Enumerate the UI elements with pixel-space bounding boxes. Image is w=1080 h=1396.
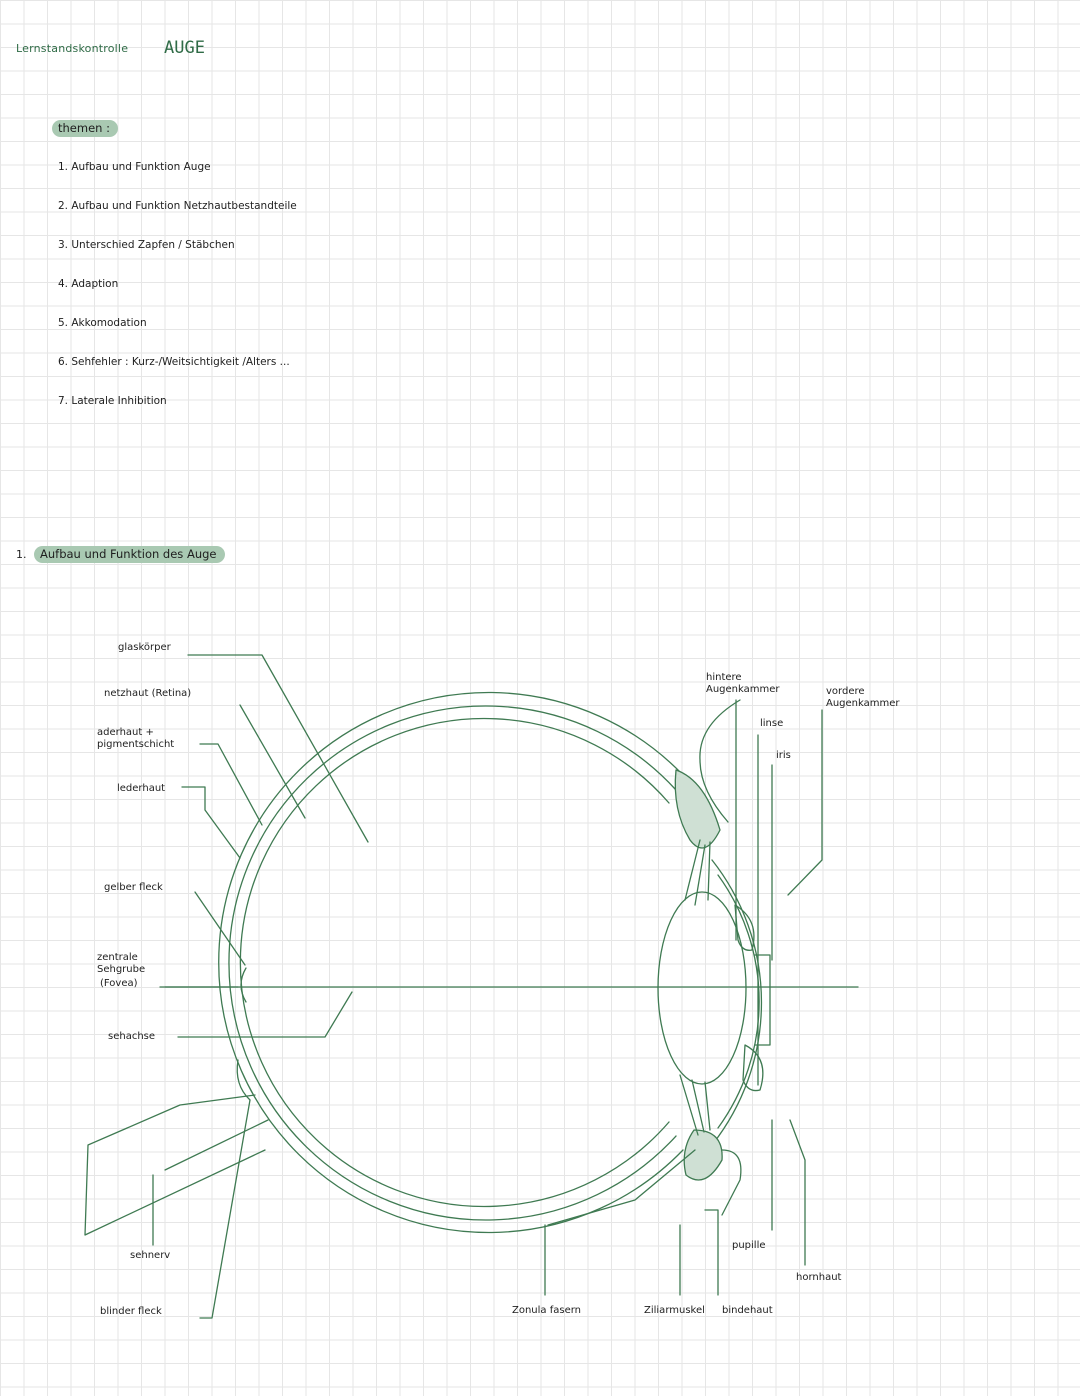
label-blinder-fleck: blinder fleck bbox=[100, 1306, 162, 1317]
section-title: Aufbau und Funktion des Auge bbox=[34, 546, 225, 563]
lens bbox=[657, 891, 747, 1085]
label-ziliarmuskel: Ziliarmuskel bbox=[644, 1305, 705, 1316]
topic-item-7: 7. Laterale Inhibition bbox=[58, 395, 167, 407]
leader-lines-left bbox=[152, 654, 369, 1319]
ciliary-body-upper bbox=[674, 769, 721, 849]
label-sehgrube-2: Sehgrube bbox=[97, 964, 146, 975]
label-netzhaut: netzhaut (Retina) bbox=[104, 688, 192, 699]
label-pupille: pupille bbox=[732, 1240, 766, 1251]
topic-item-1: 1. Aufbau und Funktion Auge bbox=[58, 161, 211, 173]
label-iris: iris bbox=[776, 750, 791, 761]
label-glaskoerper: glaskörper bbox=[118, 642, 171, 653]
label-hornhaut: hornhaut bbox=[796, 1272, 842, 1283]
cornea bbox=[711, 859, 763, 1146]
sclera-layer bbox=[218, 691, 684, 1234]
label-vordere-2: Augenkammer bbox=[826, 698, 900, 709]
topic-item-2: 2. Aufbau und Funktion Netzhautbestandte… bbox=[58, 200, 297, 212]
zonula-fibers bbox=[679, 839, 711, 1136]
label-sehgrube-3: (Fovea) bbox=[100, 978, 138, 989]
label-zonula: Zonula fasern bbox=[512, 1305, 582, 1316]
section-number: 1. bbox=[16, 548, 27, 561]
topic-item-3: 3. Unterschied Zapfen / Stäbchen bbox=[58, 239, 235, 251]
header-title: AUGE bbox=[164, 38, 205, 58]
topics-heading: themen : bbox=[52, 120, 118, 137]
label-sehnerv: sehnerv bbox=[130, 1250, 171, 1261]
label-bindehaut: bindehaut bbox=[722, 1305, 773, 1316]
label-gelber-fleck: gelber fleck bbox=[104, 882, 163, 893]
label-sehgrube-1: zentrale bbox=[97, 952, 138, 963]
label-aderhaut-1: aderhaut + bbox=[97, 727, 154, 738]
label-hintere-1: hintere bbox=[706, 672, 742, 683]
topic-item-5: 5. Akkomodation bbox=[58, 317, 147, 329]
optic-nerve bbox=[84, 1059, 269, 1236]
topic-item-6: 6. Sehfehler : Kurz-/Weitsichtigkeit /Al… bbox=[58, 356, 290, 368]
iris-lower bbox=[742, 1044, 764, 1092]
label-sehachse: sehachse bbox=[108, 1031, 156, 1042]
eyeball-layers bbox=[218, 691, 684, 1234]
iris-upper bbox=[734, 904, 755, 951]
header-subtitle: Lernstandskontrolle bbox=[16, 42, 129, 55]
label-hintere-2: Augenkammer bbox=[706, 684, 780, 695]
leader-lines-right bbox=[544, 699, 823, 1296]
fovea-pit bbox=[240, 967, 247, 1003]
label-lederhaut: lederhaut bbox=[117, 783, 166, 794]
choroid-layer bbox=[228, 705, 677, 1221]
retina-layer bbox=[239, 717, 670, 1208]
ciliary-body-lower bbox=[683, 1129, 723, 1181]
topic-item-4: 4. Adaption bbox=[58, 278, 119, 290]
label-aderhaut-2: pigmentschicht bbox=[97, 739, 175, 750]
label-vordere-1: vordere bbox=[826, 686, 865, 697]
label-linse: linse bbox=[760, 718, 784, 729]
